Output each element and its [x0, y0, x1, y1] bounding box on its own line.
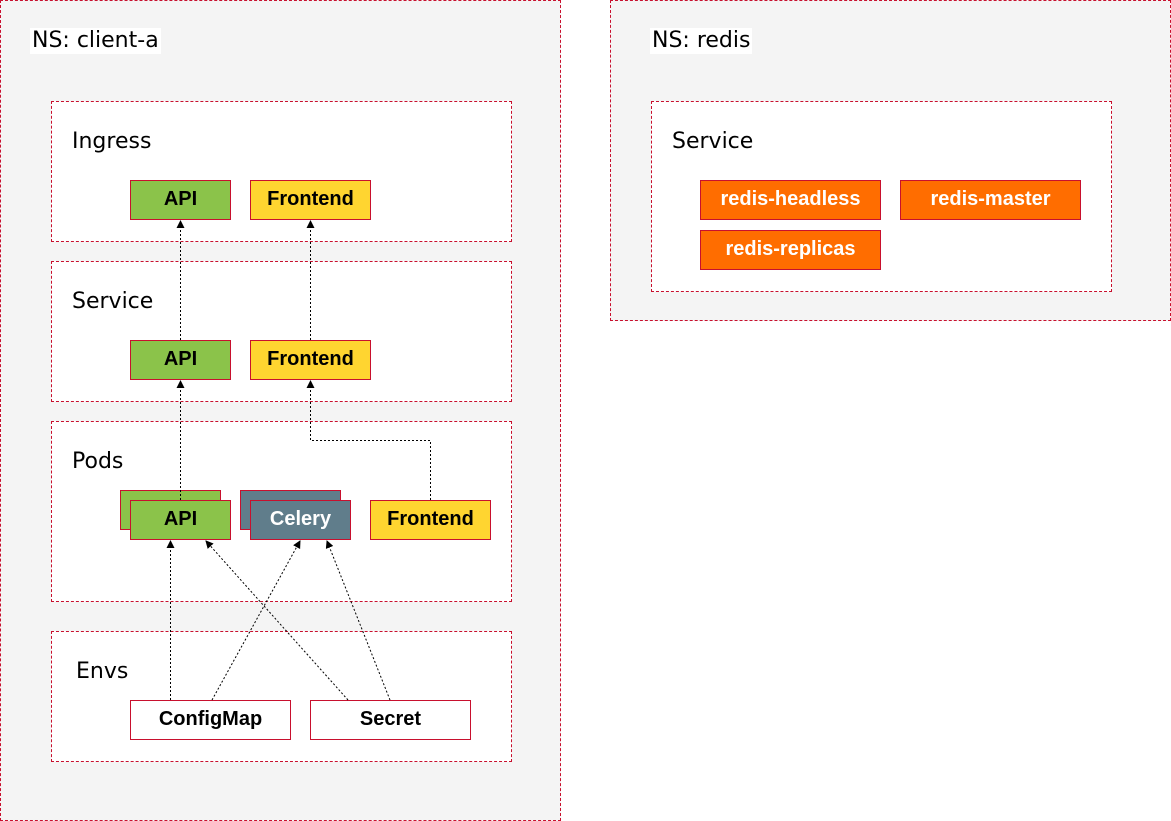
ingress-api-box[interactable]: API — [130, 180, 231, 220]
redis-replicas-box[interactable]: redis-replicas — [700, 230, 881, 270]
group-service-label: Service — [72, 289, 154, 314]
group-envs: Envs — [51, 631, 512, 762]
ingress-frontend-box[interactable]: Frontend — [250, 180, 371, 220]
group-ingress: Ingress — [51, 101, 512, 242]
group-envs-label: Envs — [76, 659, 129, 684]
service-frontend-box[interactable]: Frontend — [250, 340, 371, 380]
env-secret-box[interactable]: Secret — [310, 700, 471, 740]
pod-frontend-box[interactable]: Frontend — [370, 500, 491, 540]
namespace-client-a: NS: client-a Ingress Service Pods Envs — [0, 0, 561, 821]
service-api-box[interactable]: API — [130, 340, 231, 380]
group-redis-service-label: Service — [672, 129, 754, 154]
env-configmap-box[interactable]: ConfigMap — [130, 700, 291, 740]
redis-master-box[interactable]: redis-master — [900, 180, 1081, 220]
namespace-redis-label: NS: redis — [650, 28, 753, 54]
group-ingress-label: Ingress — [72, 129, 152, 154]
group-service: Service — [51, 261, 512, 402]
namespace-redis: NS: redis Service — [610, 0, 1171, 321]
namespace-client-a-label: NS: client-a — [30, 28, 161, 54]
redis-headless-box[interactable]: redis-headless — [700, 180, 881, 220]
pod-api-box[interactable]: API — [130, 500, 231, 540]
pod-celery-box[interactable]: Celery — [250, 500, 351, 540]
group-pods-label: Pods — [72, 449, 124, 474]
